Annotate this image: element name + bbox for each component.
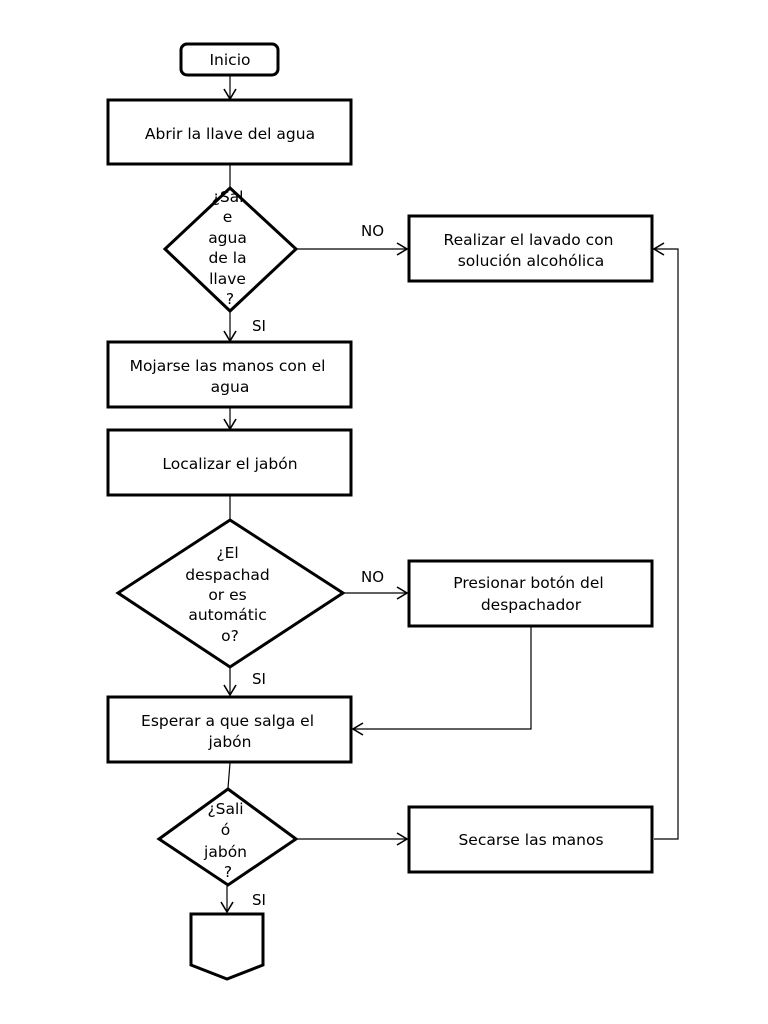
connectors [226, 76, 679, 912]
label-yes-dispenser: SI [252, 670, 266, 688]
process-press-button-label: Presionar botón del despachador [453, 574, 608, 614]
process-alcohol: Realizar el lavado con solución alcohóli… [407, 214, 654, 283]
arrow-head-icon [396, 832, 409, 846]
process-dry-hands-label: Secarse las manos [458, 831, 603, 849]
connector-press-button-to-wait-soap [353, 627, 532, 730]
decision-soap: ¿Sali ó jabón ? [156, 787, 299, 887]
off-page-connector [189, 912, 265, 981]
process-open-tap: Abrir la llave del agua [106, 98, 353, 166]
arrow-head-icon [220, 901, 234, 914]
process-find-soap: Localizar el jabón [106, 428, 353, 497]
label-no-dispenser: NO [361, 568, 384, 586]
label-yes-water: SI [252, 317, 266, 335]
label-no-water: NO [361, 222, 384, 240]
process-open-tap-label: Abrir la llave del agua [145, 125, 315, 143]
process-alcohol-label: Realizar el lavado con solución alcohóli… [444, 231, 619, 270]
connector-dry-hands-to-alcohol [654, 248, 679, 840]
start-terminal: Inicio [179, 42, 280, 77]
process-press-button: Presionar botón del despachador [407, 559, 654, 628]
connector-wait-soap-to-decision-soap [227, 762, 231, 789]
process-find-soap-label: Localizar el jabón [162, 455, 297, 473]
decision-dispenser: ¿El despachad or es automátic o? [115, 518, 346, 669]
start-label: Inicio [209, 51, 250, 69]
process-wait-soap-label: Esperar a que salga el jabón [141, 712, 319, 751]
decision-water-label: ¿Sal e agua de la llave ? [208, 188, 252, 308]
arrow-head-icon [652, 242, 665, 256]
process-wet-hands: Mojarse las manos con el agua [106, 340, 353, 409]
process-dry-hands: Secarse las manos [407, 805, 654, 874]
decision-water: ¿Sal e agua de la llave ? [162, 185, 299, 314]
decision-dispenser-label: ¿El despachad or es automátic o? [185, 544, 274, 645]
process-wet-hands-label: Mojarse las manos con el agua [130, 357, 331, 396]
arrow-head-icon [223, 684, 237, 697]
arrow-heads [220, 88, 665, 914]
label-yes-soap: SI [252, 891, 266, 909]
arrow-head-icon [396, 586, 409, 600]
decision-soap-label: ¿Sali ó jabón ? [203, 800, 252, 881]
process-wait-soap: Esperar a que salga el jabón [106, 695, 353, 764]
arrow-head-icon [396, 242, 409, 256]
arrow-head-icon [351, 722, 364, 736]
